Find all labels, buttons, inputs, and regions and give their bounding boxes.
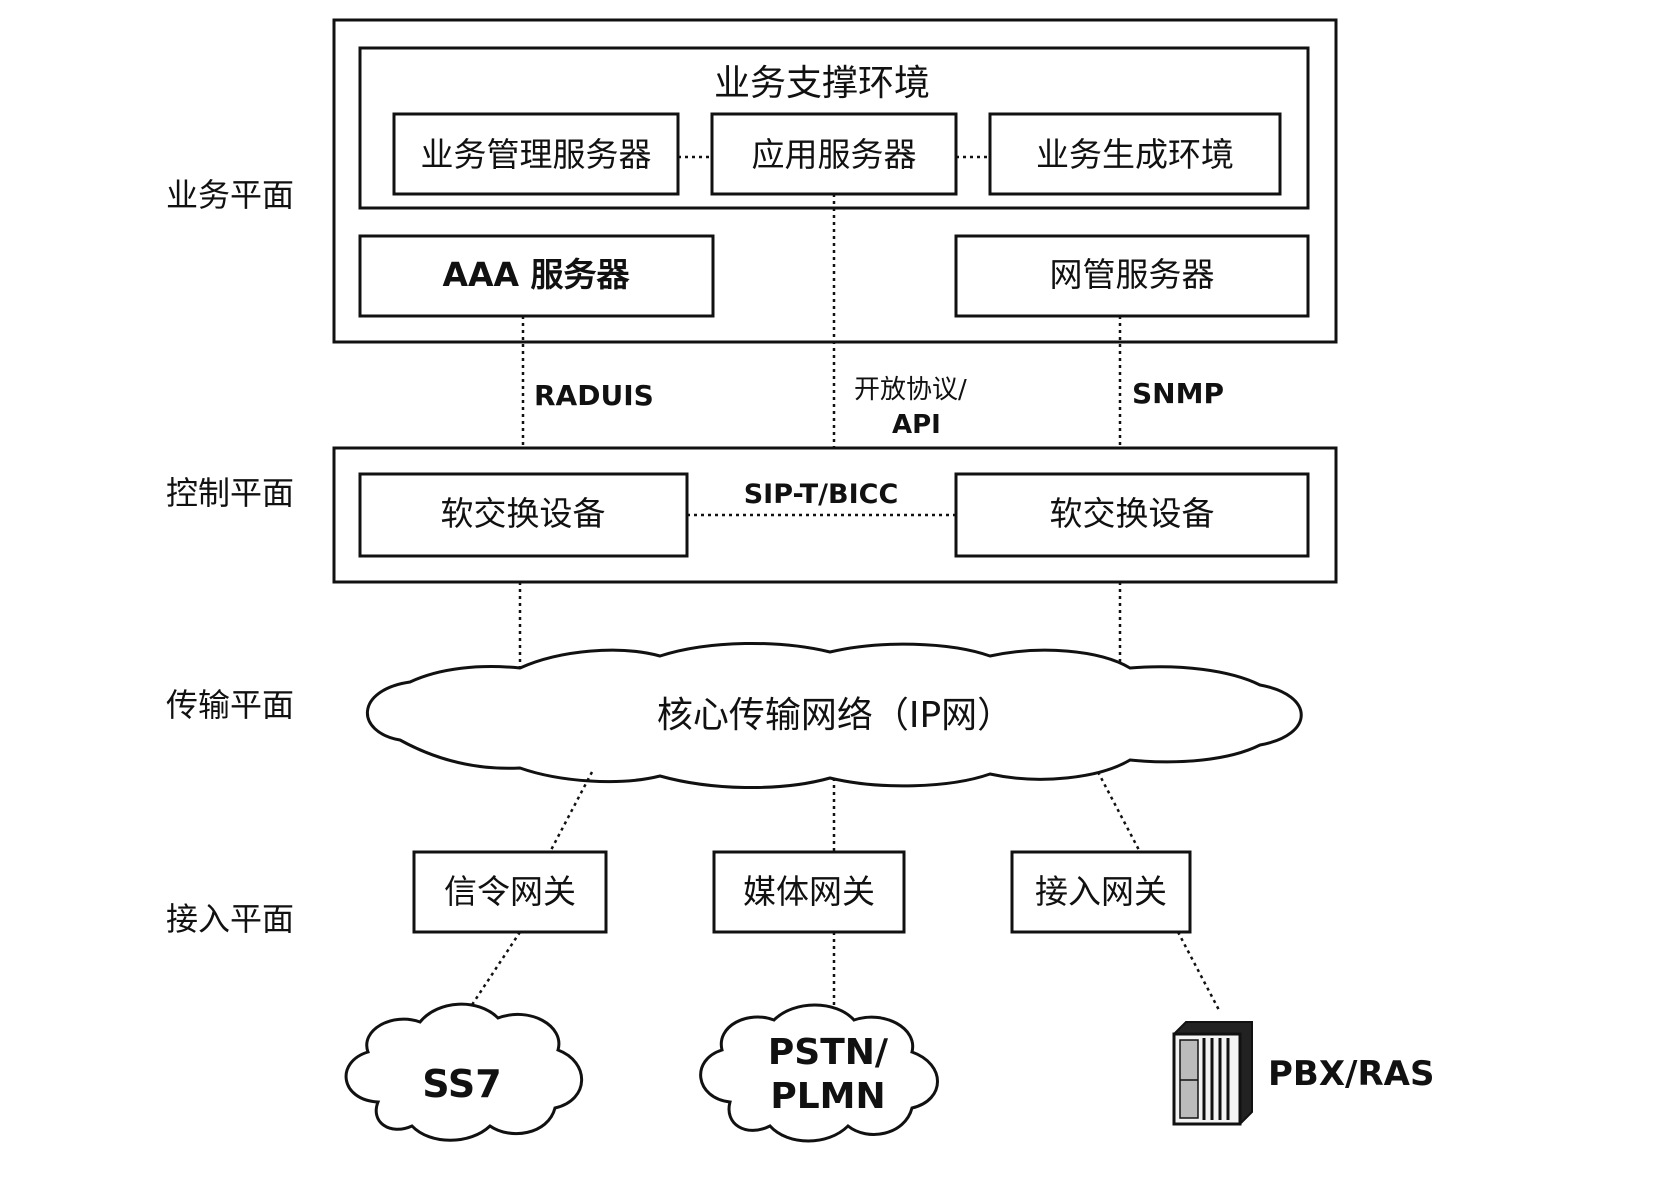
signaling-gateway-label: 信令网关 — [444, 872, 576, 911]
link-core-signaling-gw — [548, 771, 594, 853]
app-server-label: 应用服务器 — [752, 135, 917, 174]
mgmt-server-label: 业务管理服务器 — [421, 135, 652, 174]
aaa-server-label: AAA 服务器 — [442, 255, 630, 294]
sip-label: SIP-T/BICC — [744, 479, 899, 510]
core-network-cloud — [366, 641, 1303, 789]
plane-label-access: 接入平面 — [166, 900, 294, 938]
link-access-pbx — [1176, 931, 1222, 1013]
ss7-label: SS7 — [422, 1062, 501, 1106]
media-gateway-box — [712, 850, 906, 934]
control-plane-box — [332, 446, 1338, 584]
access-gateway-label: 接入网关 — [1035, 872, 1167, 911]
ss7-cloud — [344, 1002, 584, 1142]
pbx-cabinet-icon — [1172, 1021, 1253, 1126]
service-env-title: 业务支撑环境 — [714, 63, 930, 104]
pstn-label-line2: PLMN — [770, 1076, 885, 1117]
nms-server-label: 网管服务器 — [1050, 255, 1215, 294]
aaa-server-box — [358, 234, 715, 318]
plane-label-control: 控制平面 — [166, 474, 294, 512]
pstn-label-line1: PSTN/ — [768, 1032, 889, 1073]
gen-env-label: 业务生成环境 — [1036, 135, 1234, 174]
open-api-label-line1: 开放协议/ — [854, 375, 967, 405]
core-network-label: 核心传输网络（IP网） — [657, 695, 1013, 736]
softswitch-right-label: 软交换设备 — [1050, 494, 1215, 533]
pbx-label: PBX/RAS — [1268, 1054, 1434, 1094]
plane-label-service: 业务平面 — [166, 176, 294, 214]
plane-label-transport: 传输平面 — [166, 686, 294, 724]
link-core-access-gw — [1096, 771, 1142, 853]
signaling-gateway-box — [412, 850, 608, 934]
mgmt-server-box — [392, 112, 680, 196]
softswitch-left-label: 软交换设备 — [441, 494, 606, 533]
pstn-plmn-cloud — [699, 1003, 939, 1143]
radius-label: RADUIS — [534, 379, 654, 412]
gen-env-box — [988, 112, 1282, 196]
access-gateway-box — [1010, 850, 1192, 934]
snmp-label: SNMP — [1132, 377, 1224, 410]
media-gateway-label: 媒体网关 — [743, 872, 875, 911]
nms-server-box — [954, 234, 1310, 318]
open-api-label-line2: API — [892, 410, 941, 440]
